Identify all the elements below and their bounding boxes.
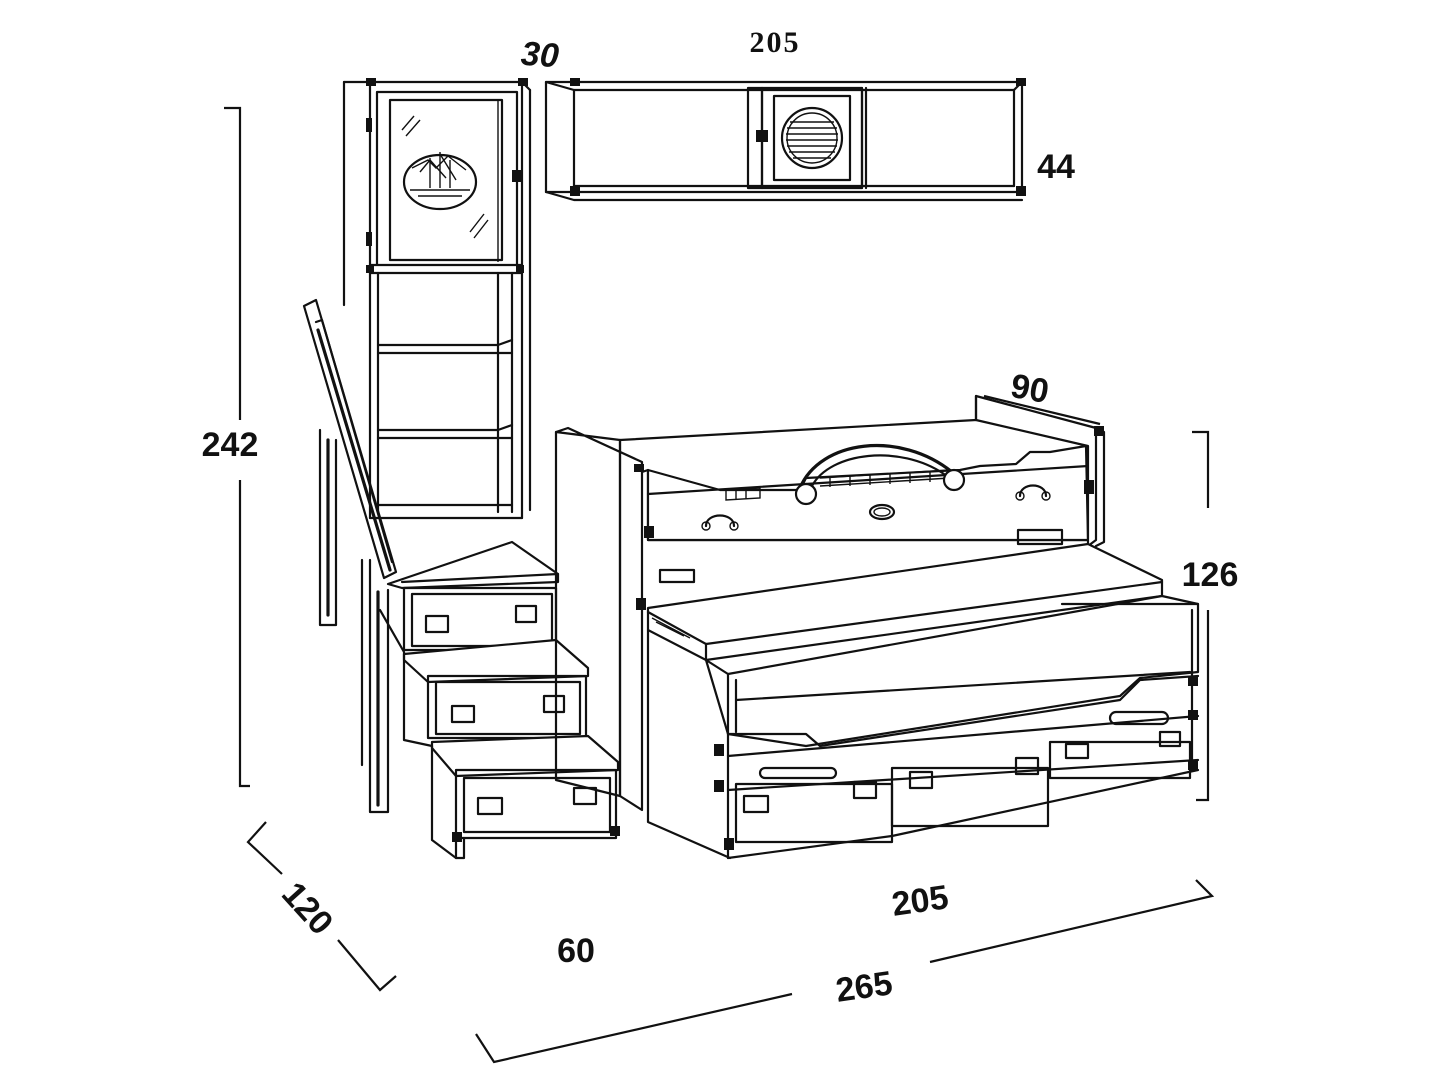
depth-left-label: 120: [274, 875, 340, 943]
stair-handrail: [302, 298, 398, 814]
shelf-height-label: 44: [1037, 148, 1075, 186]
bed-width-label: 90: [1008, 367, 1052, 411]
trundle-bed-unit: [554, 394, 1200, 860]
bed-length-label: 205: [889, 878, 950, 924]
dimension-lines: [224, 106, 1215, 1064]
tall-column-cabinet: [342, 78, 532, 520]
wall-shelf-unit: [544, 78, 1026, 202]
shelf-width-label: 205: [750, 26, 801, 59]
column-depth-label: 30: [520, 35, 560, 76]
total-height-label: 242: [202, 426, 259, 464]
stair-depth-label: 60: [557, 932, 595, 970]
storage-stairs: [360, 540, 620, 860]
total-length-label: 265: [833, 964, 894, 1010]
bed-height-label: 126: [1182, 556, 1239, 594]
